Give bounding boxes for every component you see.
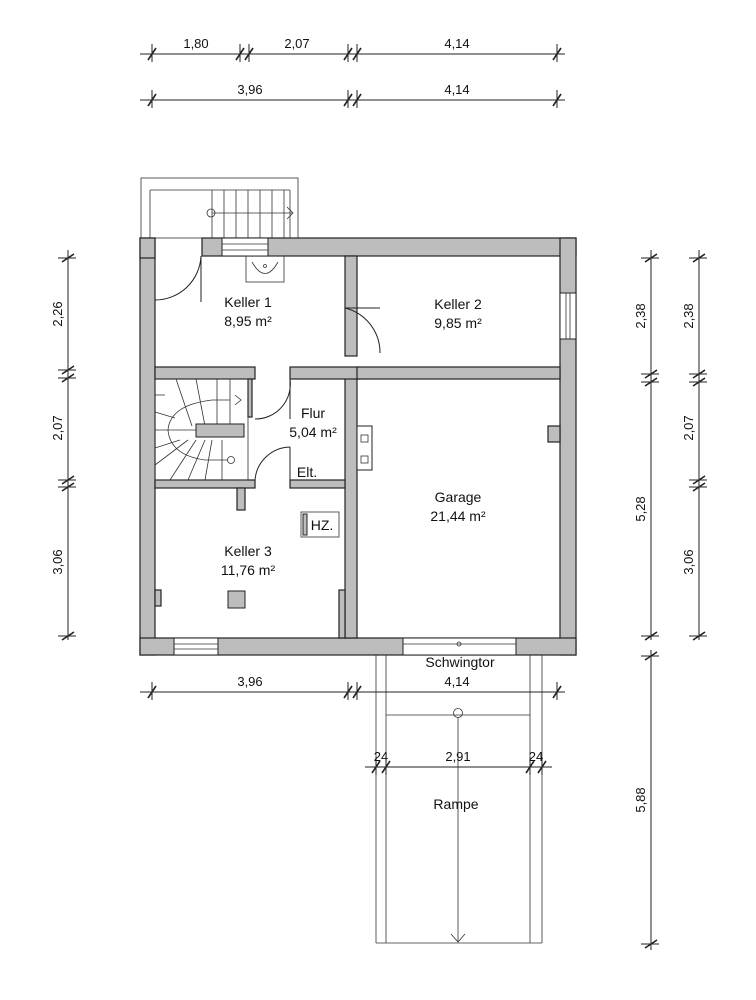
room-keller3-area: 11,76 m² [221, 562, 276, 578]
fixtures [227, 255, 373, 609]
ramp [375, 655, 543, 944]
entrance-stairs [140, 177, 299, 239]
room-hz-label: HZ. [311, 517, 334, 533]
dimensions-bottom [140, 682, 565, 775]
dim-right-inner-1: 2,38 [633, 303, 648, 328]
doors [154, 255, 381, 481]
dimensions-top [140, 44, 565, 108]
dim-left-3: 3,06 [50, 549, 65, 574]
dimensions-right [641, 250, 707, 950]
windows [173, 237, 577, 656]
room-keller2-name: Keller 2 [434, 296, 482, 312]
dim-right-outer-2: 2,07 [681, 415, 696, 440]
room-flur-name: Flur [301, 405, 325, 421]
room-keller1-name: Keller 1 [224, 294, 272, 310]
rampe-label: Rampe [433, 796, 478, 812]
dimensions-left [58, 250, 76, 641]
room-keller1-area: 8,95 m² [224, 313, 272, 329]
room-keller2-area: 9,85 m² [434, 315, 482, 331]
dim-right-outer-1: 2,38 [681, 303, 696, 328]
interior-stair [154, 378, 249, 481]
dim-left-2: 2,07 [50, 415, 65, 440]
dim-ramp-1: 24 [374, 749, 388, 764]
room-elt-label: Elt. [297, 464, 317, 480]
dim-top-4: 3,96 [237, 82, 262, 97]
dim-ramp-3: 24 [529, 749, 543, 764]
dim-top-5: 4,14 [444, 82, 469, 97]
dim-bottom-1: 3,96 [237, 674, 262, 689]
room-garage-name: Garage [435, 489, 482, 505]
room-keller3-name: Keller 3 [224, 543, 272, 559]
room-flur-area: 5,04 m² [289, 424, 337, 440]
dim-ramp-2: 2,91 [445, 749, 470, 764]
dim-bottom-2: 4,14 [444, 674, 469, 689]
dim-top-1: 1,80 [183, 36, 208, 51]
schwingtor-label: Schwingtor [425, 654, 495, 670]
dim-right-inner-2: 5,28 [633, 496, 648, 521]
dim-top-3: 4,14 [444, 36, 469, 51]
room-garage-area: 21,44 m² [430, 508, 486, 524]
dim-ramp-length: 5,88 [633, 787, 648, 812]
dim-top-2: 2,07 [284, 36, 309, 51]
dim-left-1: 2,26 [50, 301, 65, 326]
dim-right-outer-3: 3,06 [681, 549, 696, 574]
